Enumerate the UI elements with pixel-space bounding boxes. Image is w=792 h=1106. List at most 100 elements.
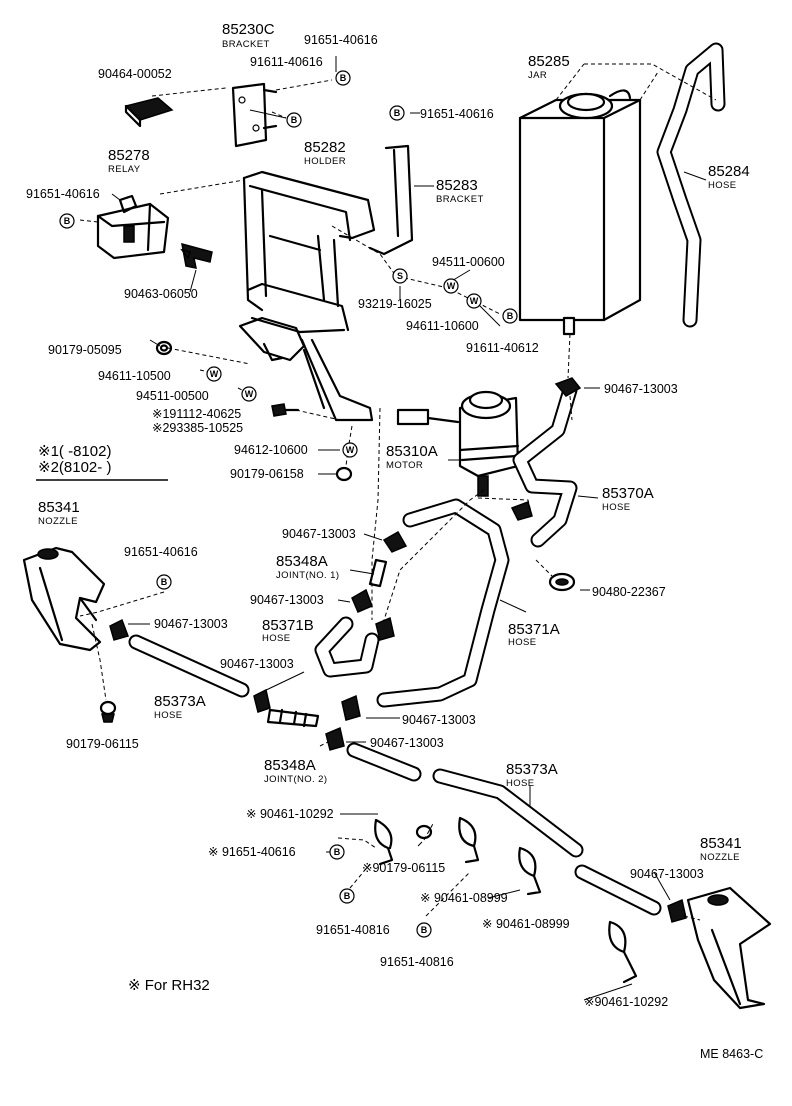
svg-text:B: B — [64, 216, 71, 226]
label-hose: HOSE — [506, 778, 535, 789]
nozzle-85341-right — [686, 886, 772, 1010]
hose-85370a — [512, 382, 578, 548]
s-symbol: S — [392, 268, 408, 284]
part-labels: 85230C BRACKET 91651-40616 91611-40616 9… — [26, 21, 763, 1061]
label-85373a: 85373A — [154, 693, 206, 710]
w-symbol: W — [443, 278, 459, 294]
label-91651-40616: ※ 91651-40616 — [208, 845, 296, 859]
label-90179-06115: ※90179-06115 — [362, 861, 445, 875]
label-90467-13003: 90467-13003 — [604, 382, 678, 396]
svg-text:W: W — [470, 296, 479, 306]
label-90467-13003: 90467-13003 — [630, 867, 704, 881]
label-85282: 85282 — [304, 139, 346, 156]
clip-90463 — [181, 242, 213, 269]
hose-85373a-right — [346, 742, 662, 916]
label-footnote: ※ For RH32 — [128, 977, 210, 994]
b-symbol: B — [329, 844, 345, 860]
label-85284: 85284 — [708, 163, 750, 180]
svg-text:B: B — [334, 847, 341, 857]
label-94611-10500: 94611-10500 — [98, 369, 171, 383]
label-91651-40616: 91651-40616 — [26, 187, 100, 201]
label-85373a: 85373A — [506, 761, 558, 778]
hose-clips — [374, 816, 638, 984]
label-hose: HOSE — [508, 637, 537, 648]
label-relay: RELAY — [108, 164, 141, 175]
label-91651-40616: 91651-40616 — [124, 545, 198, 559]
label-91651-40616: 91651-40616 — [304, 33, 378, 47]
label-85348a: 85348A — [264, 757, 316, 774]
label-85341: 85341 — [700, 835, 742, 852]
label-90464-00052: 90464-00052 — [98, 67, 172, 81]
label-85371b: 85371B — [262, 617, 314, 634]
label-joint-no-2: JOINT(NO. 2) — [264, 774, 327, 785]
symbol-circles: B B B B S W W B W W W B B B B — [59, 70, 518, 938]
hose-85371b — [314, 616, 380, 678]
label-hose: HOSE — [708, 180, 737, 191]
svg-text:W: W — [210, 369, 219, 379]
label-91651-40816: 91651-40816 — [316, 923, 390, 937]
label-93219-16025: 93219-16025 — [358, 297, 432, 311]
label-85370a: 85370A — [602, 485, 654, 502]
label-90480-22367: 90480-22367 — [592, 585, 666, 599]
label-90467-13003: 90467-13003 — [220, 657, 294, 671]
svg-text:B: B — [161, 577, 168, 587]
label-90179-06115: 90179-06115 — [66, 737, 139, 751]
b-symbol: B — [339, 888, 355, 904]
label-bracket: BRACKET — [222, 39, 270, 50]
svg-text:W: W — [346, 445, 355, 455]
label-note-1: ※1( -8102) — [38, 443, 111, 460]
label-85371a: 85371A — [508, 621, 560, 638]
label-91651-40616: 91651-40616 — [420, 107, 494, 121]
label-joint-no-1: JOINT(NO. 1) — [276, 570, 339, 581]
label-hose: HOSE — [154, 710, 183, 721]
relay-85278 — [96, 194, 170, 260]
label-holder: HOLDER — [304, 156, 346, 167]
b-symbol: B — [59, 213, 75, 229]
svg-text:B: B — [291, 115, 298, 125]
label-91651-40816: 91651-40816 — [380, 955, 454, 969]
label-90179-06158: 90179-06158 — [230, 467, 304, 481]
label-85310a: 85310A — [386, 443, 438, 460]
svg-text:B: B — [421, 925, 428, 935]
b-symbol: B — [156, 574, 172, 590]
w-symbol: W — [206, 366, 222, 382]
svg-text:B: B — [507, 311, 514, 321]
label-91611-40612: 91611-40612 — [466, 341, 539, 355]
label-90467-13003: 90467-13003 — [154, 617, 228, 631]
label-90461-10292: ※90461-10292 — [584, 995, 668, 1009]
label-94511-00500: 94511-00500 — [136, 389, 209, 403]
hose-85284 — [656, 42, 726, 328]
label-94612-10600: 94612-10600 — [234, 443, 308, 457]
label-90461-08999: ※ 90461-08999 — [420, 891, 508, 905]
nozzle-85341-left — [22, 546, 106, 652]
label-note-2: ※2(8102- ) — [38, 459, 111, 476]
svg-text:B: B — [344, 891, 351, 901]
label-85341: 85341 — [38, 499, 80, 516]
label-hose: HOSE — [602, 502, 631, 513]
label-91611-40616: 91611-40616 — [250, 55, 323, 69]
svg-text:W: W — [447, 281, 456, 291]
svg-text:B: B — [394, 108, 401, 118]
label-bracket: BRACKET — [436, 194, 484, 205]
jar-85285 — [518, 89, 642, 336]
svg-text:B: B — [340, 73, 347, 83]
label-nozzle: NOZZLE — [38, 516, 78, 527]
label-85283: 85283 — [436, 177, 478, 194]
w-symbol: W — [466, 293, 482, 309]
label-90461-08999: ※ 90461-08999 — [482, 917, 570, 931]
label-191112-40625: ※191112-40625 — [152, 407, 241, 421]
label-jar: JAR — [528, 70, 547, 81]
label-90467-13003: 90467-13003 — [402, 713, 476, 727]
svg-text:W: W — [245, 389, 254, 399]
w-symbol: W — [342, 442, 358, 458]
label-85278: 85278 — [108, 147, 150, 164]
label-85285: 85285 — [528, 53, 570, 70]
label-85230c: 85230C — [222, 21, 275, 38]
label-85348a: 85348A — [276, 553, 328, 570]
b-symbol: B — [416, 922, 432, 938]
label-90467-13003: 90467-13003 — [282, 527, 356, 541]
label-motor: MOTOR — [386, 460, 423, 471]
pad-part-90464 — [124, 97, 174, 128]
label-reference: ME 8463-C — [700, 1047, 763, 1061]
hose-85373a-left — [128, 634, 250, 698]
